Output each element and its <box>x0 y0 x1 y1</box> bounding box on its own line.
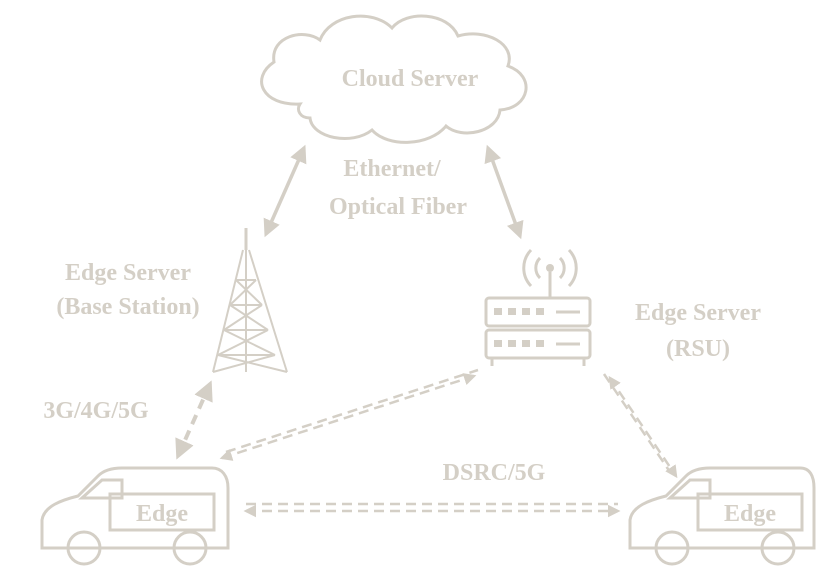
backhaul-link-left <box>263 144 307 238</box>
base-station-label-line1: Edge Server <box>65 260 191 286</box>
v2v-label: DSRC/5G <box>443 460 546 486</box>
base-station-label-line2: (Base Station) <box>56 294 199 320</box>
tower-icon <box>212 228 288 373</box>
cloud-server-label: Cloud Server <box>342 66 479 92</box>
v2v-link <box>243 502 621 518</box>
car-icon <box>40 466 230 566</box>
backhaul-link-right <box>484 144 524 240</box>
rsu-to-right-car-link <box>602 373 678 479</box>
cellular-label: 3G/4G/5G <box>43 398 149 424</box>
rsu-to-left-car-link <box>219 368 479 461</box>
router-icon <box>484 248 592 366</box>
rsu-label-line1: Edge Server <box>635 300 761 326</box>
backhaul-label-line2: Optical Fiber <box>329 194 467 220</box>
cellular-link <box>175 380 213 460</box>
car-left-label: Edge <box>136 501 188 527</box>
backhaul-label-line1: Ethernet/ <box>343 156 441 182</box>
cloud-icon <box>260 14 528 144</box>
car-icon <box>628 466 816 566</box>
rsu-label-line2: (RSU) <box>666 336 730 362</box>
car-right-label: Edge <box>724 501 776 527</box>
